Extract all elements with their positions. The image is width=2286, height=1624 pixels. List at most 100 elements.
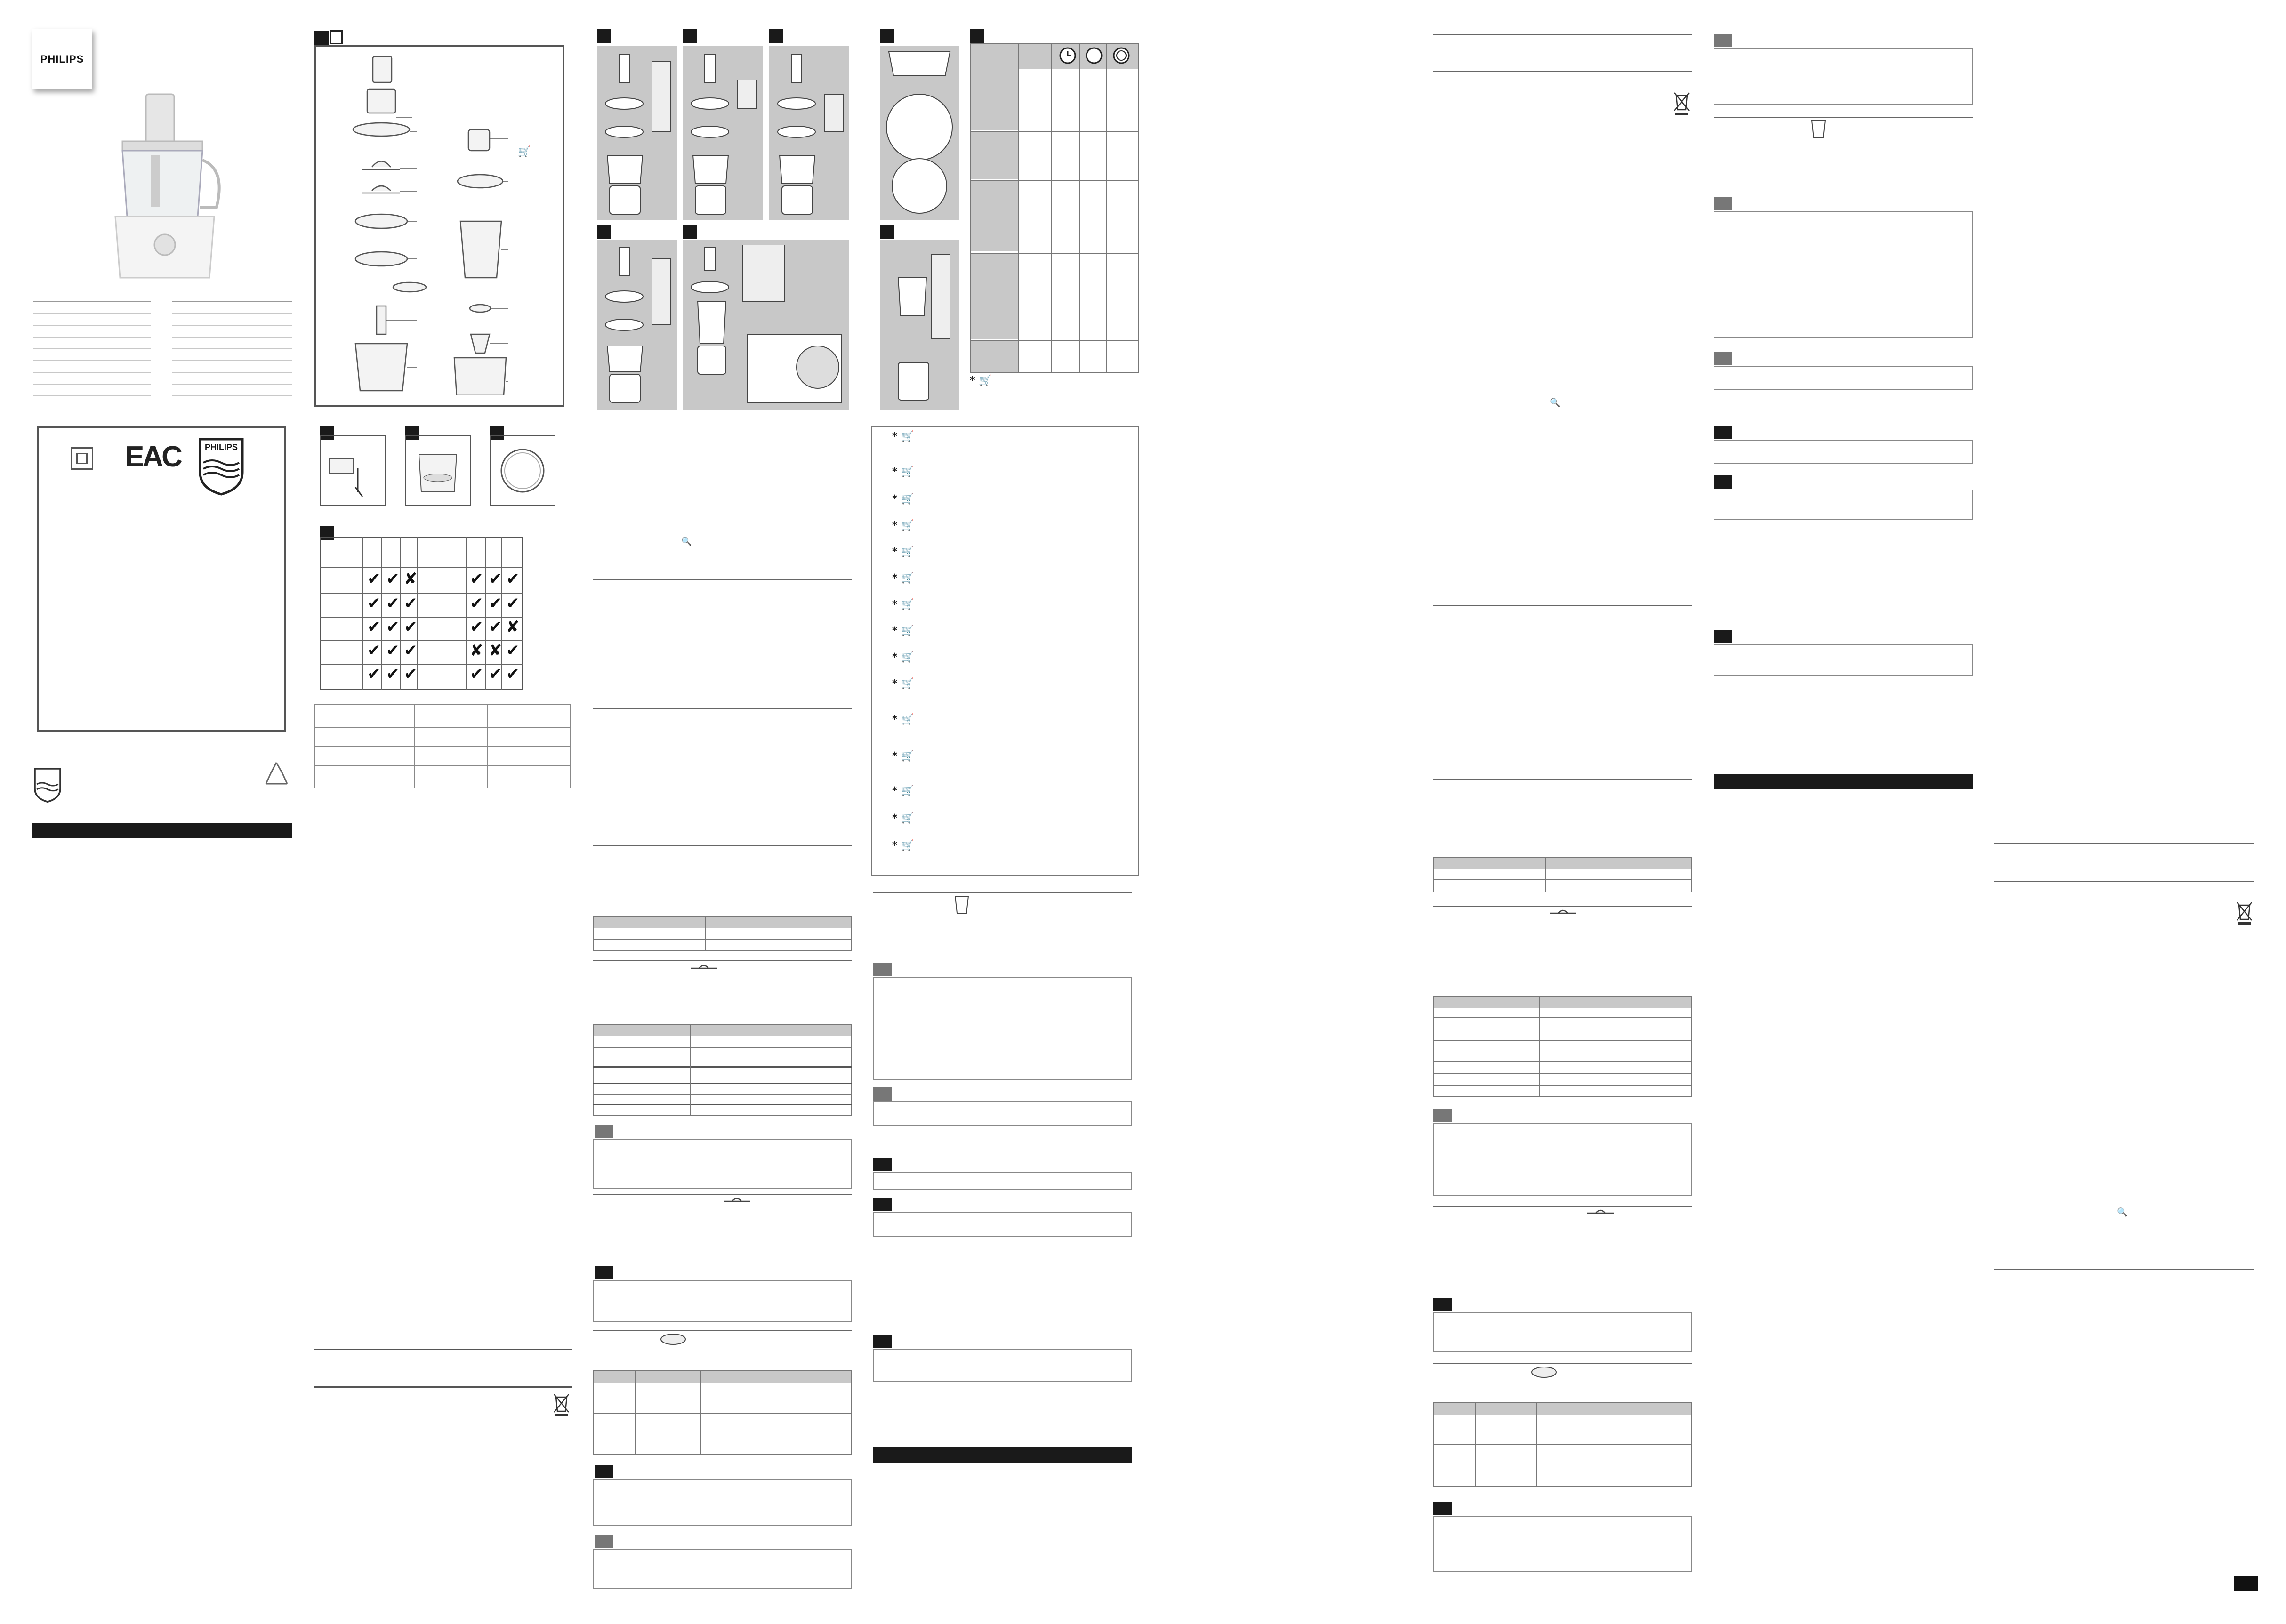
disc-icon (660, 1334, 686, 1345)
speed-icon (1086, 47, 1103, 64)
logo-wordmark: PHILIPS (40, 53, 84, 65)
chopper-drawing (897, 254, 950, 401)
section-bar (1714, 774, 1973, 789)
table-header (594, 1371, 851, 1383)
compat-mark: ✘ (404, 570, 418, 588)
caution-icon (595, 1266, 613, 1279)
compat-mark: ✔ (367, 570, 381, 588)
caution-icon (1433, 1298, 1452, 1311)
food-processor-image (114, 93, 221, 279)
disc-icon (1531, 1367, 1557, 1378)
caution-icon (1433, 1502, 1452, 1515)
compat-mark: ✔ (470, 594, 483, 613)
magnifier-icon: 🔍 (1550, 398, 1561, 408)
figure-5-number (320, 526, 334, 540)
crossed-bin-icon (554, 1394, 569, 1416)
cart-icon: * 🛒 (892, 840, 914, 852)
caution-box (1714, 644, 1973, 676)
assembly-sequence-drawing (605, 247, 671, 403)
compat-mark: ✔ (489, 618, 502, 636)
disc-table (593, 1370, 852, 1455)
kneading-assembly-drawing (691, 245, 842, 403)
figure-6-number (597, 29, 611, 43)
compat-mark: ✔ (367, 594, 381, 613)
compat-mark: ✔ (386, 618, 400, 636)
bowl-drawing (418, 454, 458, 492)
note-icon (595, 1125, 613, 1138)
table-group (971, 341, 1018, 372)
compat-mark: ✔ (404, 641, 418, 660)
caution-box (1714, 490, 1973, 520)
section-bar (32, 823, 292, 838)
shield-wordmark: PHILIPS (204, 442, 238, 452)
note-icon (873, 963, 892, 976)
snowflake-icon (873, 1087, 892, 1101)
note-icon (595, 1535, 613, 1548)
figure-4-box (490, 435, 555, 506)
compat-mark: ✔ (367, 665, 381, 683)
table-group (971, 132, 1018, 179)
figure-8-number (769, 29, 783, 43)
compat-mark: ✔ (404, 594, 418, 613)
blade-icon (724, 1198, 750, 1202)
philips-shield-icon (199, 438, 244, 496)
book-icon (330, 30, 343, 44)
warning-box (1714, 440, 1973, 464)
accessories-box (871, 426, 1139, 876)
caution-box (593, 1479, 852, 1526)
speed-table (1433, 996, 1692, 1097)
note-icon (1433, 1109, 1452, 1122)
class2-inner-square (76, 453, 88, 464)
note-box (1433, 1123, 1692, 1196)
magnifier-icon: 🔍 (681, 537, 692, 547)
assembly-sequence-drawing (777, 54, 844, 215)
figure-3-number (405, 426, 419, 440)
figure-12-number (880, 225, 894, 239)
compat-mark: ✔ (506, 594, 520, 613)
blender-jar-icon (954, 896, 969, 914)
cart-icon: * 🛒 (892, 546, 914, 558)
compat-mark: ✔ (506, 665, 520, 683)
figure-13-number (970, 29, 984, 43)
assembly-sequence-drawing (691, 54, 757, 215)
cart-icon: * 🛒 (892, 714, 914, 725)
figure-2-number (320, 426, 334, 440)
caution-icon (1714, 475, 1732, 489)
recycle-icon (265, 762, 288, 785)
cart-icon: * 🛒 (892, 812, 914, 824)
blender-jar-icon (1811, 120, 1826, 138)
caution-box (873, 1349, 1132, 1382)
compat-mark: ✔ (489, 570, 502, 588)
compat-mark: ✔ (367, 618, 381, 636)
parts-overview-figure (314, 45, 564, 407)
table-header (1434, 1403, 1691, 1415)
warning-box (873, 1172, 1132, 1190)
caution-box (1433, 1312, 1692, 1352)
snowflake-icon (1714, 352, 1732, 365)
compat-mark: ✔ (470, 570, 483, 588)
crossed-bin-icon (2237, 902, 2252, 925)
warning-triangle-icon (1714, 426, 1732, 439)
eac-mark: EAC (125, 441, 183, 473)
parts-drawing (352, 56, 508, 395)
table-group (971, 181, 1018, 251)
warning-triangle-icon (873, 1158, 892, 1171)
caution-box (593, 1280, 852, 1322)
compat-mark: ✔ (404, 665, 418, 683)
compat-mark: ✘ (506, 618, 520, 636)
lock-lid-drawing (886, 51, 953, 214)
caution-icon (873, 1335, 892, 1348)
compat-mark: ✔ (489, 665, 502, 683)
compat-mark: ✔ (489, 594, 502, 613)
cart-icon: * 🛒 (892, 625, 914, 637)
compat-mark: ✔ (386, 665, 400, 683)
figure-10-number (683, 225, 697, 239)
caution-icon (873, 1198, 892, 1211)
page-number (2234, 1576, 2258, 1591)
compat-mark: ✔ (386, 570, 400, 588)
cart-icon: * 🛒 (892, 431, 914, 442)
crossed-bin-icon (1674, 92, 1690, 115)
cart-icon: * 🛒 (892, 572, 914, 584)
figure-7-number (683, 29, 697, 43)
